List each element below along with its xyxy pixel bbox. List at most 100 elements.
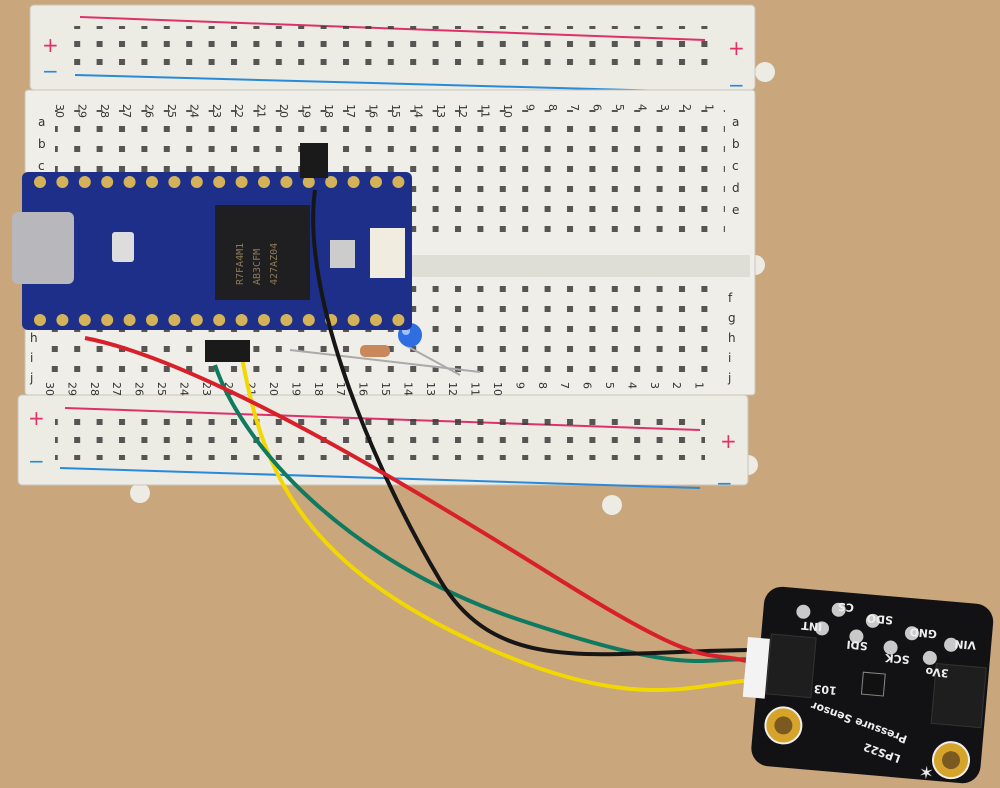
column-number: 19	[299, 104, 312, 118]
pin-label-3vo: 3Vo	[925, 665, 950, 680]
row-letter: e	[732, 203, 739, 217]
row-letter: g	[728, 311, 736, 325]
pin-label-gnd: GND	[909, 625, 937, 640]
pin-label-sdi: SDI	[846, 638, 868, 653]
column-number: 29	[65, 382, 78, 396]
column-number: 3	[658, 104, 671, 111]
main-chip	[215, 205, 310, 300]
column-number: 18	[312, 382, 325, 396]
column-number: 4	[625, 382, 638, 389]
row-letter: c	[38, 159, 45, 173]
column-number: 17	[334, 382, 347, 396]
plus-sign: +	[720, 429, 737, 453]
plus-sign: +	[728, 36, 745, 60]
header-pin	[34, 314, 46, 326]
minus-sign: −	[42, 59, 59, 83]
sensor-pin-pad	[831, 602, 846, 617]
sensor-pin-pad	[849, 629, 864, 644]
header-pin	[168, 314, 181, 326]
row-letter: j	[29, 371, 33, 385]
sensor-pin-pad	[904, 626, 919, 641]
column-number: 16	[357, 382, 370, 396]
column-number: 13	[434, 104, 447, 118]
column-number: 27	[110, 382, 123, 396]
column-number: 12	[446, 382, 459, 396]
column-number: 14	[411, 104, 424, 118]
wires	[84, 189, 761, 692]
row-letter: f	[728, 291, 733, 305]
column-number: 2	[680, 104, 693, 111]
column-number: 7	[558, 382, 571, 389]
column-number: 25	[165, 104, 178, 118]
column-number: 30	[43, 382, 56, 396]
column-number: 20	[277, 104, 290, 118]
header-pin	[146, 176, 158, 188]
minus-sign: −	[728, 73, 745, 97]
column-number: 9	[513, 382, 526, 389]
column-number: 29	[75, 104, 88, 118]
sensor-pin-pad	[922, 650, 937, 665]
column-number: 6	[591, 104, 604, 111]
column-number: 23	[210, 104, 223, 118]
header-pin	[235, 176, 248, 188]
row-letter: b	[732, 137, 740, 151]
column-number: 21	[255, 104, 268, 118]
header-pin	[302, 176, 315, 188]
column-number: 5	[613, 104, 626, 111]
pin-label-vin: VIN	[954, 637, 977, 652]
sensor-pin-pad	[796, 604, 811, 619]
row-letter: a	[38, 115, 45, 129]
header-pin	[347, 314, 360, 326]
header-pin	[123, 176, 136, 188]
header-pin	[258, 176, 270, 188]
header-pin	[258, 314, 270, 326]
plus-sign: +	[42, 33, 59, 57]
usb-c-port[interactable]	[12, 212, 74, 284]
header-pin	[78, 176, 91, 188]
header-pin	[302, 314, 315, 326]
header-connector	[205, 340, 250, 362]
row-letter: c	[732, 159, 739, 173]
star-logo-icon: ✶	[918, 762, 935, 784]
header-pin	[168, 176, 181, 188]
column-number: 1	[703, 104, 716, 111]
column-number: 10	[501, 104, 514, 118]
column-number: 24	[177, 382, 190, 396]
header-pin	[280, 314, 293, 326]
column-number: 13	[424, 382, 437, 396]
plus-sign: +	[28, 406, 45, 430]
column-number: 27	[120, 104, 133, 118]
header-connector	[300, 143, 328, 178]
pin-label-sdo: SDO	[866, 611, 893, 626]
column-number: 20	[267, 382, 280, 396]
header-pin	[78, 314, 91, 326]
header-pin	[370, 176, 382, 188]
row-letter: i	[30, 351, 33, 365]
sensor-pin-pad	[944, 637, 959, 652]
header-pin	[101, 176, 114, 188]
column-number: 4	[635, 104, 648, 111]
row-letter: h	[728, 331, 736, 345]
column-number: 10	[491, 382, 504, 396]
row-letter: b	[38, 137, 46, 151]
pin-label-sck: SCK	[884, 651, 910, 666]
sensor-pin-pad	[865, 613, 880, 628]
header-pin	[392, 176, 405, 188]
header-pin	[56, 176, 69, 188]
column-number: 11	[469, 382, 482, 396]
column-number: 2	[670, 382, 683, 389]
header-pin	[190, 314, 203, 326]
column-number: 8	[546, 104, 559, 111]
column-number: 30	[53, 104, 66, 118]
header-pin	[146, 314, 158, 326]
column-number: 26	[143, 104, 156, 118]
header-pin	[56, 314, 69, 326]
reset-button[interactable]	[112, 232, 134, 262]
column-number: 1	[693, 382, 706, 389]
column-number: 9	[523, 104, 536, 111]
column-number: 3	[648, 382, 661, 389]
header-pin	[190, 176, 203, 188]
